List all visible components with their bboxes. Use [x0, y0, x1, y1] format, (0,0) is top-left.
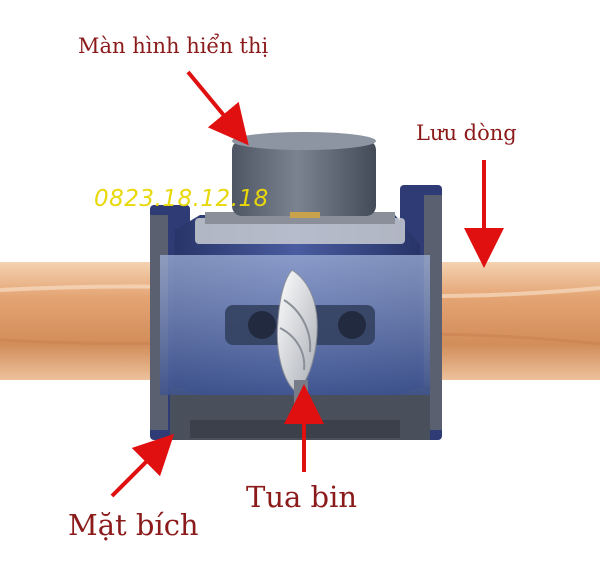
phone-watermark: 0823.18.12.18: [94, 186, 269, 212]
label-turbine: Tua bin: [246, 480, 358, 514]
arrow-display-icon: [186, 70, 249, 146]
label-flange: Mặt bích: [68, 508, 199, 542]
label-flow: Lưu dòng: [416, 121, 517, 145]
turbine-rotor: [225, 269, 375, 410]
display-head: [195, 132, 405, 244]
label-display-screen: Màn hình hiển thị: [78, 34, 269, 58]
arrow-flange-icon: [110, 433, 175, 498]
